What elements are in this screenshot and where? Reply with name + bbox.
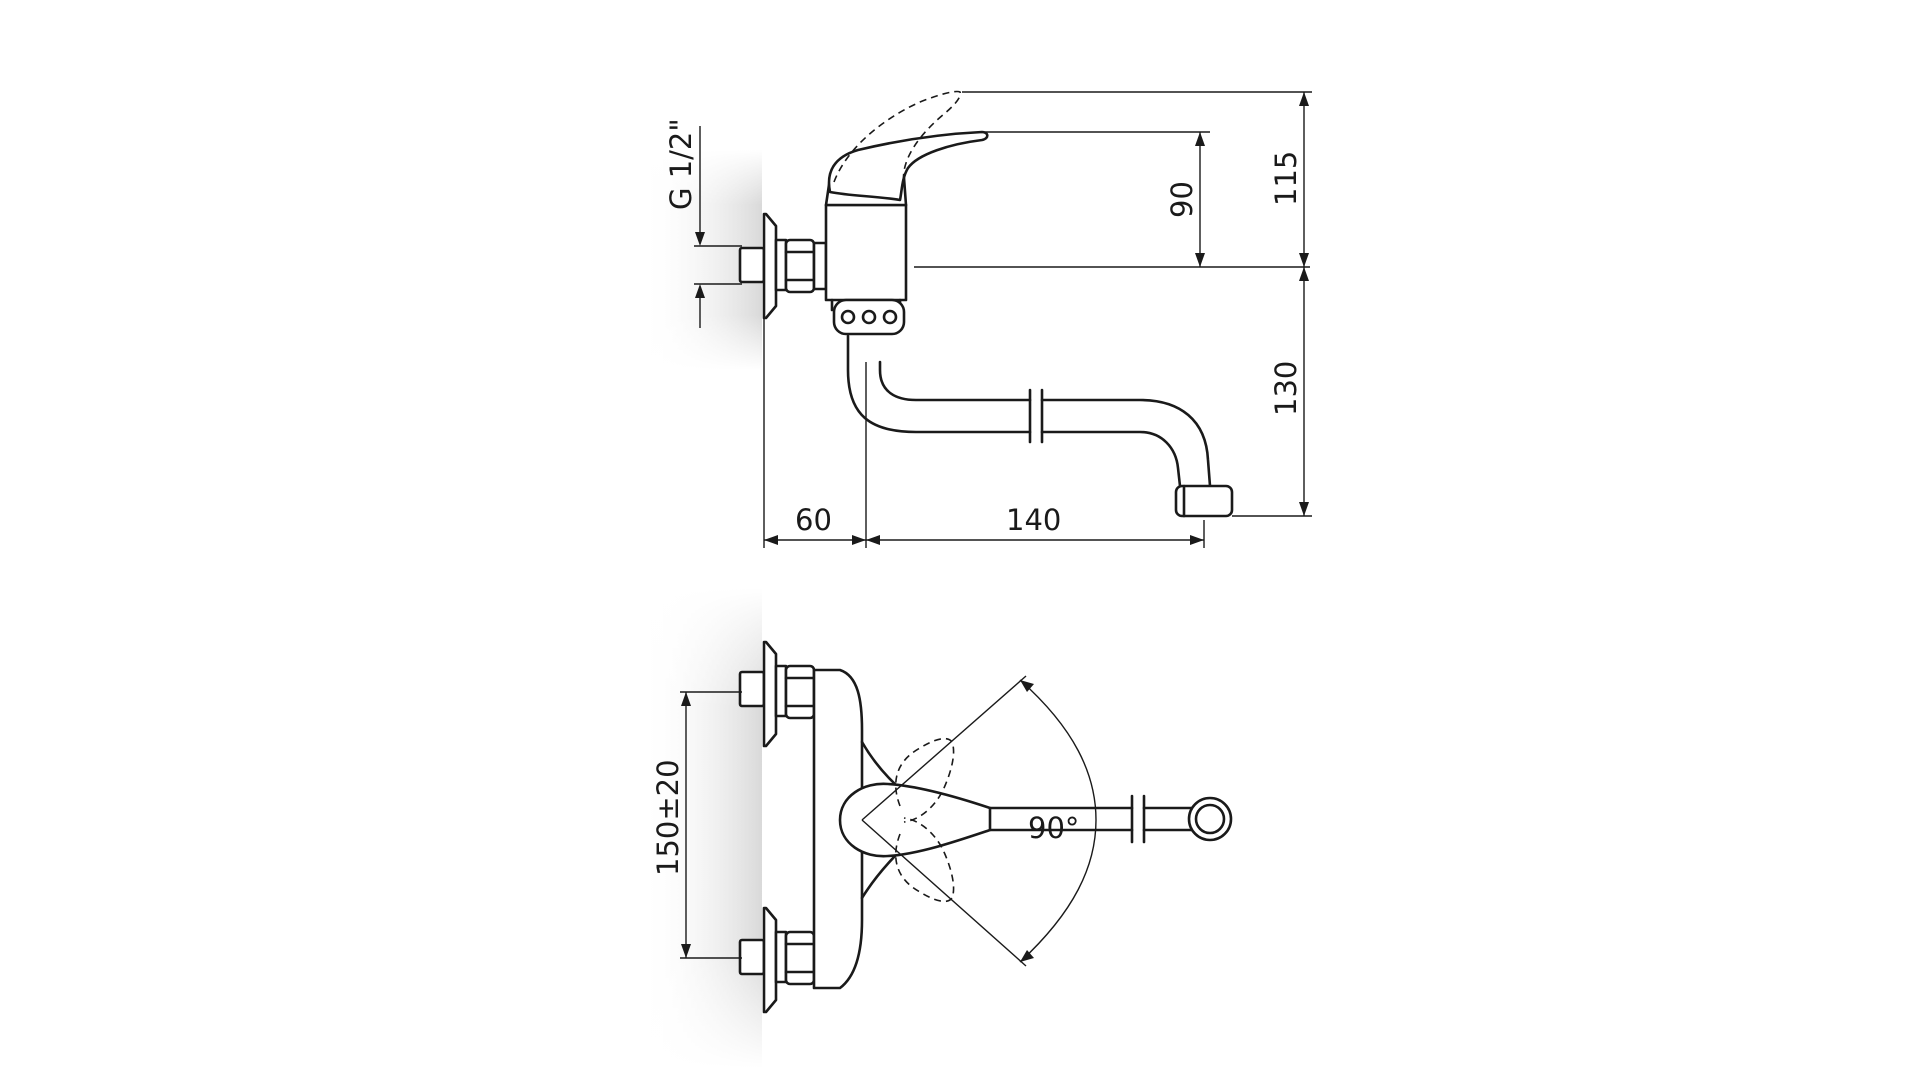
- thread-dimension: G 1/2": [664, 118, 742, 328]
- wall-connection-top-upper: [738, 640, 816, 748]
- lever-side: [827, 130, 989, 202]
- spout-top: [988, 794, 1233, 844]
- dimension-lever-height: 90: [914, 131, 1310, 268]
- side-view: G 1/2" 90 115 130: [640, 90, 1312, 548]
- angle-dimension: 90°: [861, 675, 1097, 967]
- dim-angle-label: 90°: [1028, 811, 1079, 845]
- dim-60-label: 60: [795, 503, 832, 537]
- lever-top-alt: [895, 737, 955, 823]
- lever-top: [838, 782, 992, 858]
- spout-side: [846, 334, 1234, 518]
- dim-140-label: 140: [1006, 503, 1061, 537]
- dim-90-label: 90: [1165, 181, 1199, 218]
- lever-side-alt: [833, 90, 962, 185]
- dim-center-distance-label: 150±20: [651, 759, 685, 876]
- top-view: 90° 150±20: [640, 588, 1233, 1068]
- dim-115-label: 115: [1269, 151, 1303, 206]
- dim-130-label: 130: [1269, 361, 1303, 416]
- dimension-total-height: 115: [962, 91, 1312, 267]
- faucet-body-top: [812, 668, 864, 990]
- dimension-spout-height: 130: [1232, 267, 1312, 517]
- dimension-horizontal: 60 140: [763, 292, 1205, 548]
- thread-label: G 1/2": [664, 118, 698, 210]
- spout-swivel-side: [832, 298, 906, 336]
- wall-connection-side: [738, 212, 828, 320]
- dimension-center-distance: 150±20: [651, 691, 742, 959]
